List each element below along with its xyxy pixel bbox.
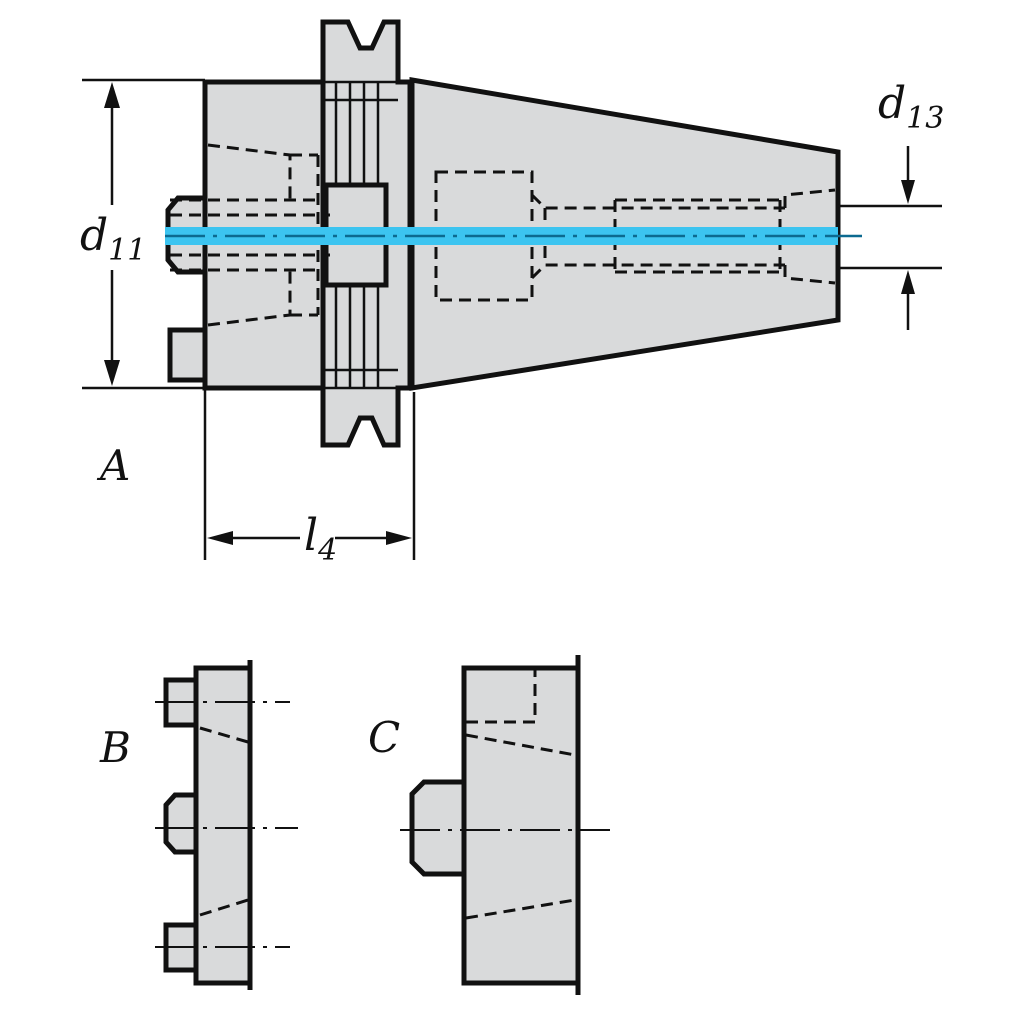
view-c-label: C xyxy=(368,713,400,762)
drive-key xyxy=(167,327,208,383)
hidden-features xyxy=(170,143,836,327)
view-c-body xyxy=(461,665,581,986)
view-c-stud xyxy=(409,779,467,877)
l4-label: l4 xyxy=(304,510,337,568)
dimension-d13: d13 xyxy=(838,78,944,330)
d13-label: d13 xyxy=(878,78,944,136)
view-b-body xyxy=(193,665,253,986)
view-b-stud xyxy=(163,792,199,855)
view-b-detail xyxy=(155,660,298,990)
view-a-label: A xyxy=(96,441,130,490)
view-c-detail xyxy=(400,655,610,995)
dimension-l4: l4 xyxy=(203,390,416,568)
view-a-adapter xyxy=(165,19,862,448)
d11-label: d11 xyxy=(80,210,146,268)
view-b-label: B xyxy=(99,723,131,772)
dimension-d11: d11 xyxy=(80,78,205,390)
